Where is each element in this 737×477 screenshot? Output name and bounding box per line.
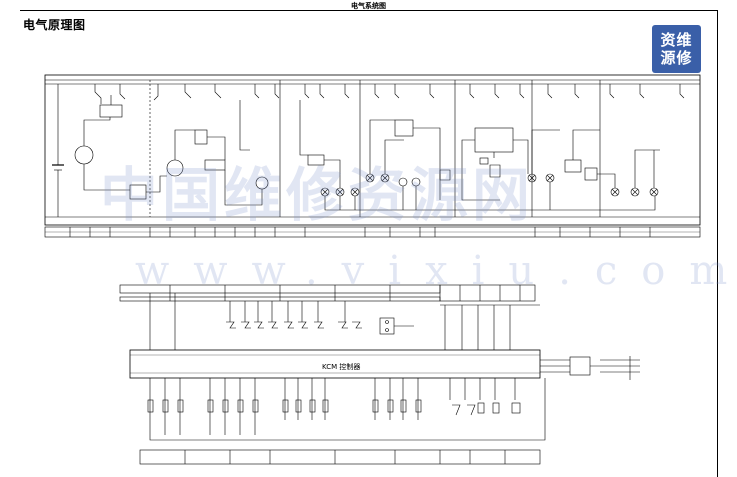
logo-badge: 资维 源修 xyxy=(652,25,701,73)
fuse-row xyxy=(94,84,685,104)
switch-row xyxy=(226,321,362,329)
page-title: 电气系统图 xyxy=(351,2,386,10)
output-relays xyxy=(147,399,521,416)
top-rule xyxy=(20,10,717,11)
right-border xyxy=(717,10,718,477)
diagram-heading: 电气原理图 xyxy=(23,18,86,32)
kcm-controller-label: KCM 控制器 xyxy=(322,363,361,371)
logo-line-2: 源修 xyxy=(660,49,693,67)
upper-schematic xyxy=(44,74,701,226)
lamp-row xyxy=(320,173,659,197)
upper-label-strip xyxy=(44,226,701,238)
logo-line-1: 资维 xyxy=(660,31,693,49)
lower-schematic xyxy=(119,284,640,465)
